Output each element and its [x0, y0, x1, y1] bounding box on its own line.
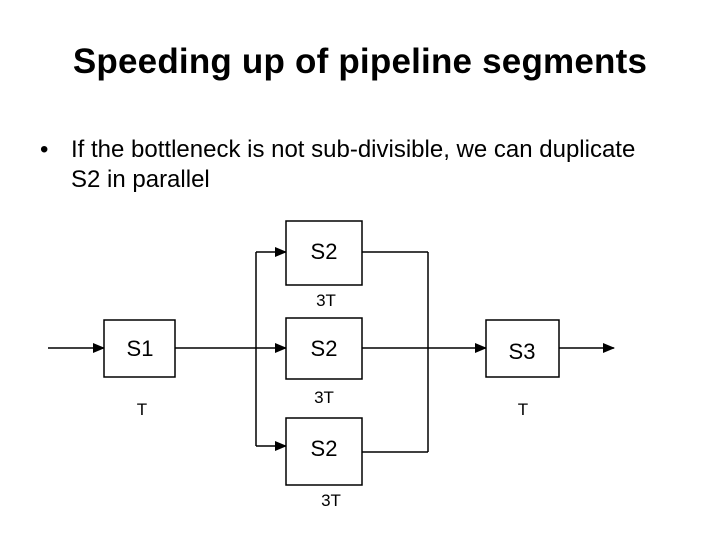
stage-s1-label: S1	[127, 336, 154, 361]
bullet-marker: •	[40, 136, 49, 163]
stage-s2-top-time: 3T	[316, 291, 336, 310]
stage-s2-bottom-label: S2	[311, 436, 338, 461]
stage-s2-top-box	[285, 220, 363, 286]
stage-s2-middle-time: 3T	[314, 388, 334, 407]
stage-s1-box	[103, 319, 176, 378]
stage-s2-middle-box	[285, 317, 363, 380]
stage-s3-label: S3	[509, 339, 536, 364]
stage-s2-bottom-box	[285, 417, 363, 486]
stage-s3-box	[485, 319, 560, 378]
stage-s1-time: T	[137, 400, 147, 419]
bullet-text: If the bottleneck is not sub-divisible, …	[71, 136, 636, 193]
stage-s2-middle-label: S2	[311, 336, 338, 361]
stage-s2-bottom-time: 3T	[321, 491, 341, 510]
bullet-point: • If the bottleneck is not sub-divisible…	[40, 135, 680, 195]
stage-s2-top-label: S2	[311, 239, 338, 264]
slide-title: Speeding up of pipeline segments	[72, 42, 648, 81]
stage-s3-time: T	[518, 400, 528, 419]
